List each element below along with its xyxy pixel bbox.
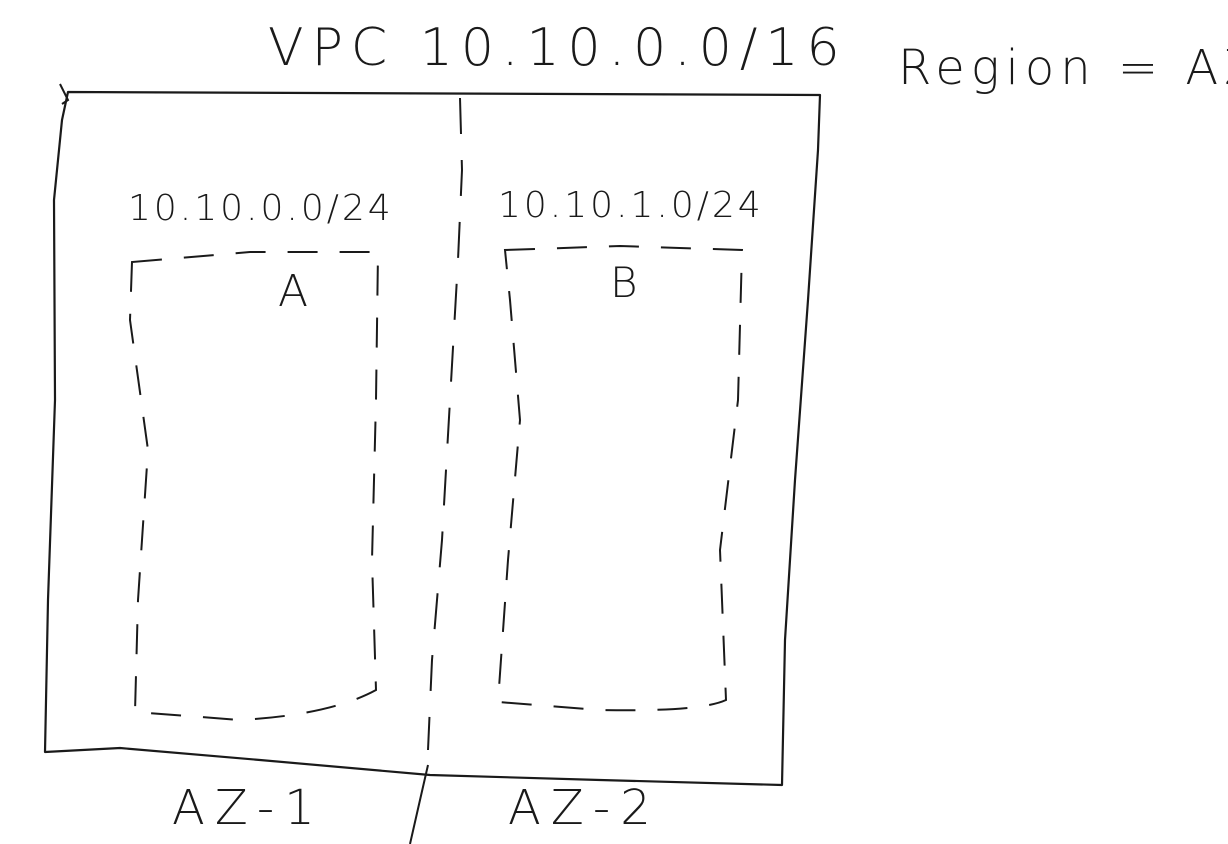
vpc-boundary (43, 90, 822, 787)
subnet-a-cidr: 10.10.0.0/24 (128, 188, 394, 229)
subnet-a-name: A (278, 266, 309, 317)
az-divider-tail (409, 764, 429, 844)
subnet-a-boundary (128, 251, 380, 722)
vpc-label: VPC 10.10.0.0/16 (268, 18, 848, 78)
az-1-label: AZ-1 (172, 780, 325, 836)
subnet-b-cidr: 10.10.1.0/24 (498, 185, 764, 226)
vpc-corner-tick (59, 83, 70, 105)
subnet-b-name: B (610, 258, 638, 307)
region-note: Region = AZs (898, 40, 1228, 96)
az-divider-line (427, 97, 464, 751)
subnet-b-boundary (496, 244, 744, 712)
az-2-label: AZ-2 (508, 780, 661, 836)
